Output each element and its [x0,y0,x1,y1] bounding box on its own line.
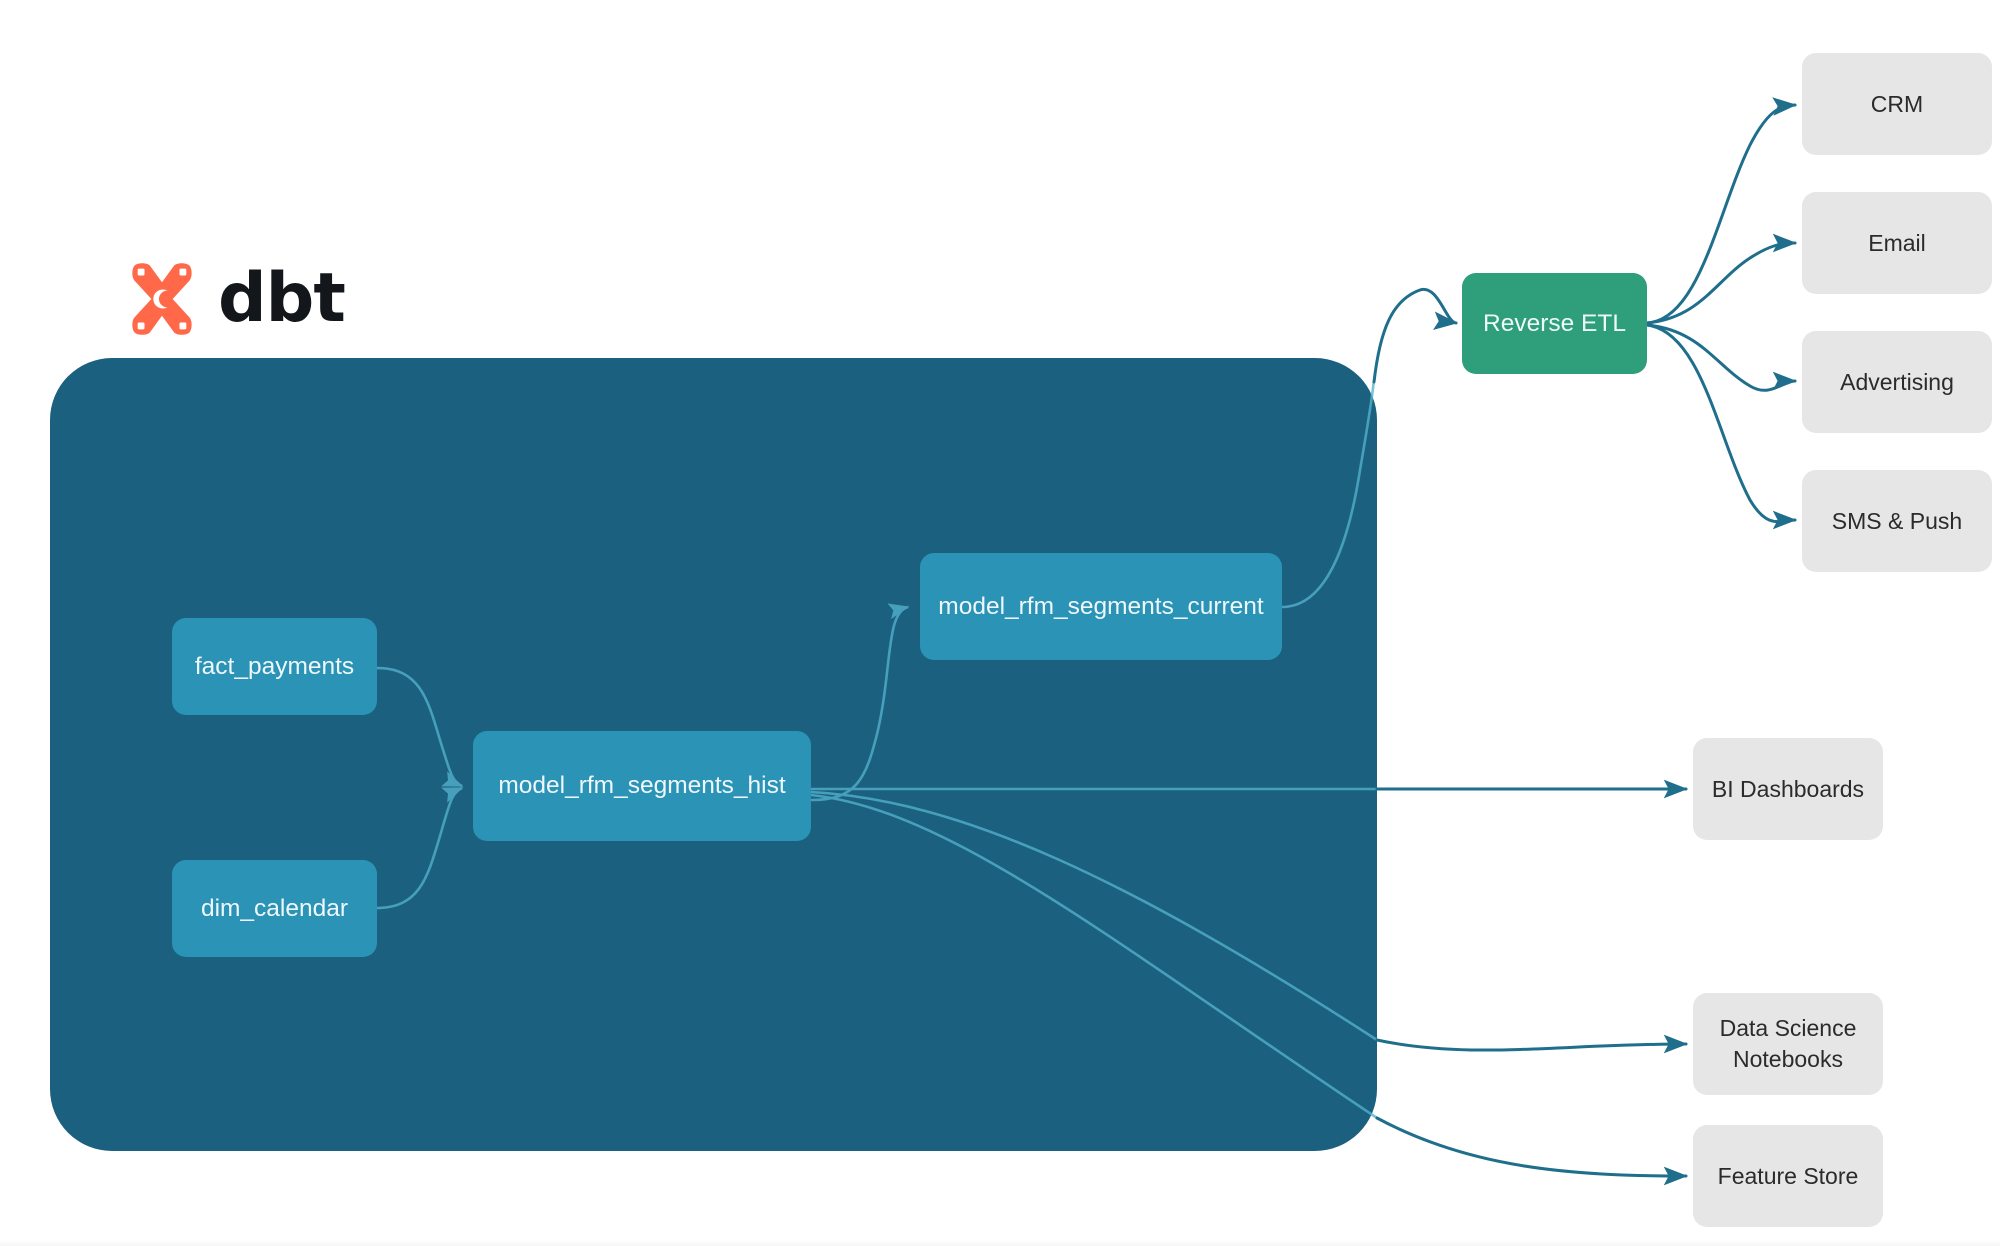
node-label: dim_calendar [200,894,349,922]
edge-container-to-reverse-etl [1372,288,1458,384]
destination-node-email[interactable]: Email [1802,192,1992,294]
edge-container-to-feature-store [1375,1116,1688,1186]
node-label: Data Science Notebooks [1720,1013,1857,1075]
destination-node-crm[interactable]: CRM [1802,53,1992,155]
dbt-logo: dbt [124,258,346,340]
node-label: Advertising [1840,368,1954,395]
bottom-shadow [0,1240,2000,1246]
model-node-fact-payments[interactable]: fact_payments [172,618,377,715]
node-label: CRM [1870,90,1924,117]
consumer-node-data-science-notebooks[interactable]: Data Science Notebooks [1693,993,1883,1095]
node-label: model_rfm_segments_hist [498,772,786,799]
reverse-etl-node[interactable]: Reverse ETL [1462,273,1647,374]
consumer-node-feature-store[interactable]: Feature Store [1693,1125,1883,1227]
node-label-line1: Data Science [1719,1015,1857,1041]
model-node-rfm-segments-hist[interactable]: model_rfm_segments_hist [473,731,811,841]
node-label: model_rfm_segments_current [938,592,1264,620]
consumer-node-bi-dashboards[interactable]: BI Dashboards [1693,738,1883,840]
node-label: Feature Store [1717,1162,1859,1189]
model-node-dim-calendar[interactable]: dim_calendar [172,860,377,957]
edge-container-to-ds-notebooks [1375,1034,1688,1054]
node-label: Email [1868,229,1926,256]
node-label: SMS & Push [1831,507,1963,534]
dbt-x-mark-icon [132,263,192,335]
node-label: fact_payments [194,652,355,680]
destination-node-advertising[interactable]: Advertising [1802,331,1992,433]
node-label-line2: Notebooks [1733,1046,1843,1072]
dbt-wordmark: dbt [218,259,346,338]
edge-reverse-etl-to-crm [1645,97,1797,325]
edge-reverse-etl-to-advertising [1645,323,1797,392]
node-label: Reverse ETL [1483,309,1626,337]
edge-reverse-etl-to-sms-push [1645,323,1797,530]
edge-reverse-etl-to-email [1645,233,1797,325]
destination-node-sms-push[interactable]: SMS & Push [1802,470,1992,572]
model-node-rfm-segments-current[interactable]: model_rfm_segments_current [920,553,1282,660]
node-label: BI Dashboards [1711,775,1865,802]
